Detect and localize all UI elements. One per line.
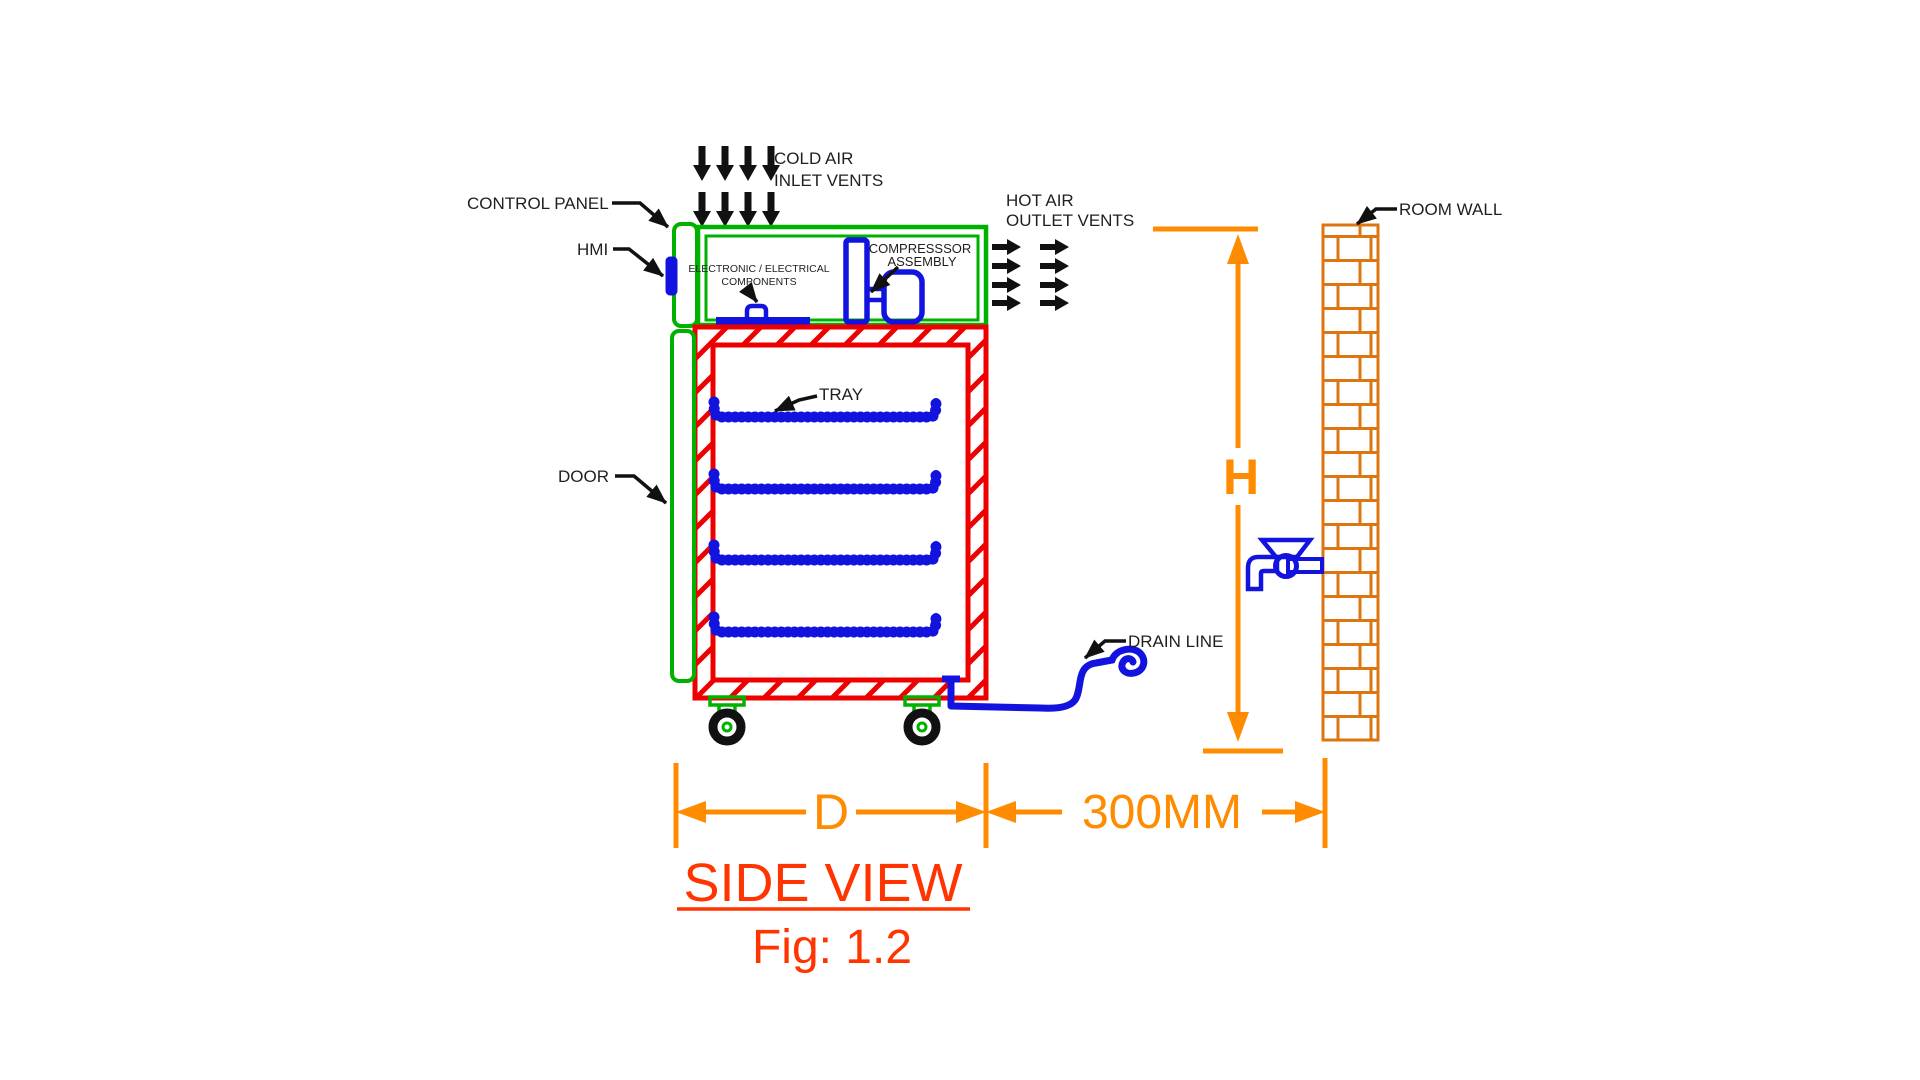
drain-pipe [942,645,1148,712]
wall-clearance-dimension: 300MM [986,758,1328,848]
depth-dimension: D [673,763,989,848]
hmi-label: HMI [577,240,608,259]
electronics-label-line1: ELECTRONIC / ELECTRICAL [688,263,829,275]
door-panel [670,329,696,683]
caster-left-icon [708,695,746,746]
electronics-label-line2: COMPONENTS [721,276,796,288]
hmi-display [665,256,678,296]
compressor-label-line1: COMPRESSSOR [869,241,972,256]
cold-air-label-line1: COLD AIR [774,149,853,168]
tray-leader-arrow [774,394,818,413]
hot-air-label-line1: HOT AIR [1006,191,1074,210]
control-panel-leader-arrow [612,201,670,229]
tray-2 [708,468,942,495]
compressor-leader-arrow [869,265,900,294]
figure-title-block: SIDE VIEW Fig: 1.2 [677,853,970,974]
compressor-label-line2: ASSEMBLY [887,254,956,269]
drain-line-leader-arrow [1083,639,1126,660]
trays [708,396,942,638]
electronics-leader-arrow [739,282,759,304]
electronics-board [716,303,810,325]
hmi-leader-arrow [613,247,665,278]
tray-1 [708,396,942,423]
figure-number: Fig: 1.2 [752,921,912,974]
caster-right-icon [903,695,941,746]
control-panel-box [672,222,989,328]
door-leader-arrow [615,474,668,505]
hot-air-label-line2: OUTLET VENTS [1006,211,1134,230]
control-panel-label: CONTROL PANEL [467,194,609,213]
tray-3 [708,539,942,566]
height-dimension: H [1153,226,1283,754]
water-tap-icon [1245,537,1324,592]
tray-label: TRAY [819,385,863,404]
room-wall-leader-arrow [1355,205,1397,226]
room-wall [1321,223,1380,742]
drain-line-label: DRAIN LINE [1128,632,1223,651]
cold-air-arrows-icon [693,146,780,227]
wall-clearance-label: 300MM [1082,786,1242,839]
height-dimension-label: H [1223,449,1259,505]
cold-air-label-line2: INLET VENTS [774,171,883,190]
hot-air-arrows-icon [992,239,1069,311]
tray-4 [708,611,942,638]
depth-dimension-label: D [813,784,849,840]
view-title: SIDE VIEW [683,853,962,913]
door-label: DOOR [558,467,609,486]
cabinet-body [692,324,989,701]
room-wall-label: ROOM WALL [1399,200,1502,219]
